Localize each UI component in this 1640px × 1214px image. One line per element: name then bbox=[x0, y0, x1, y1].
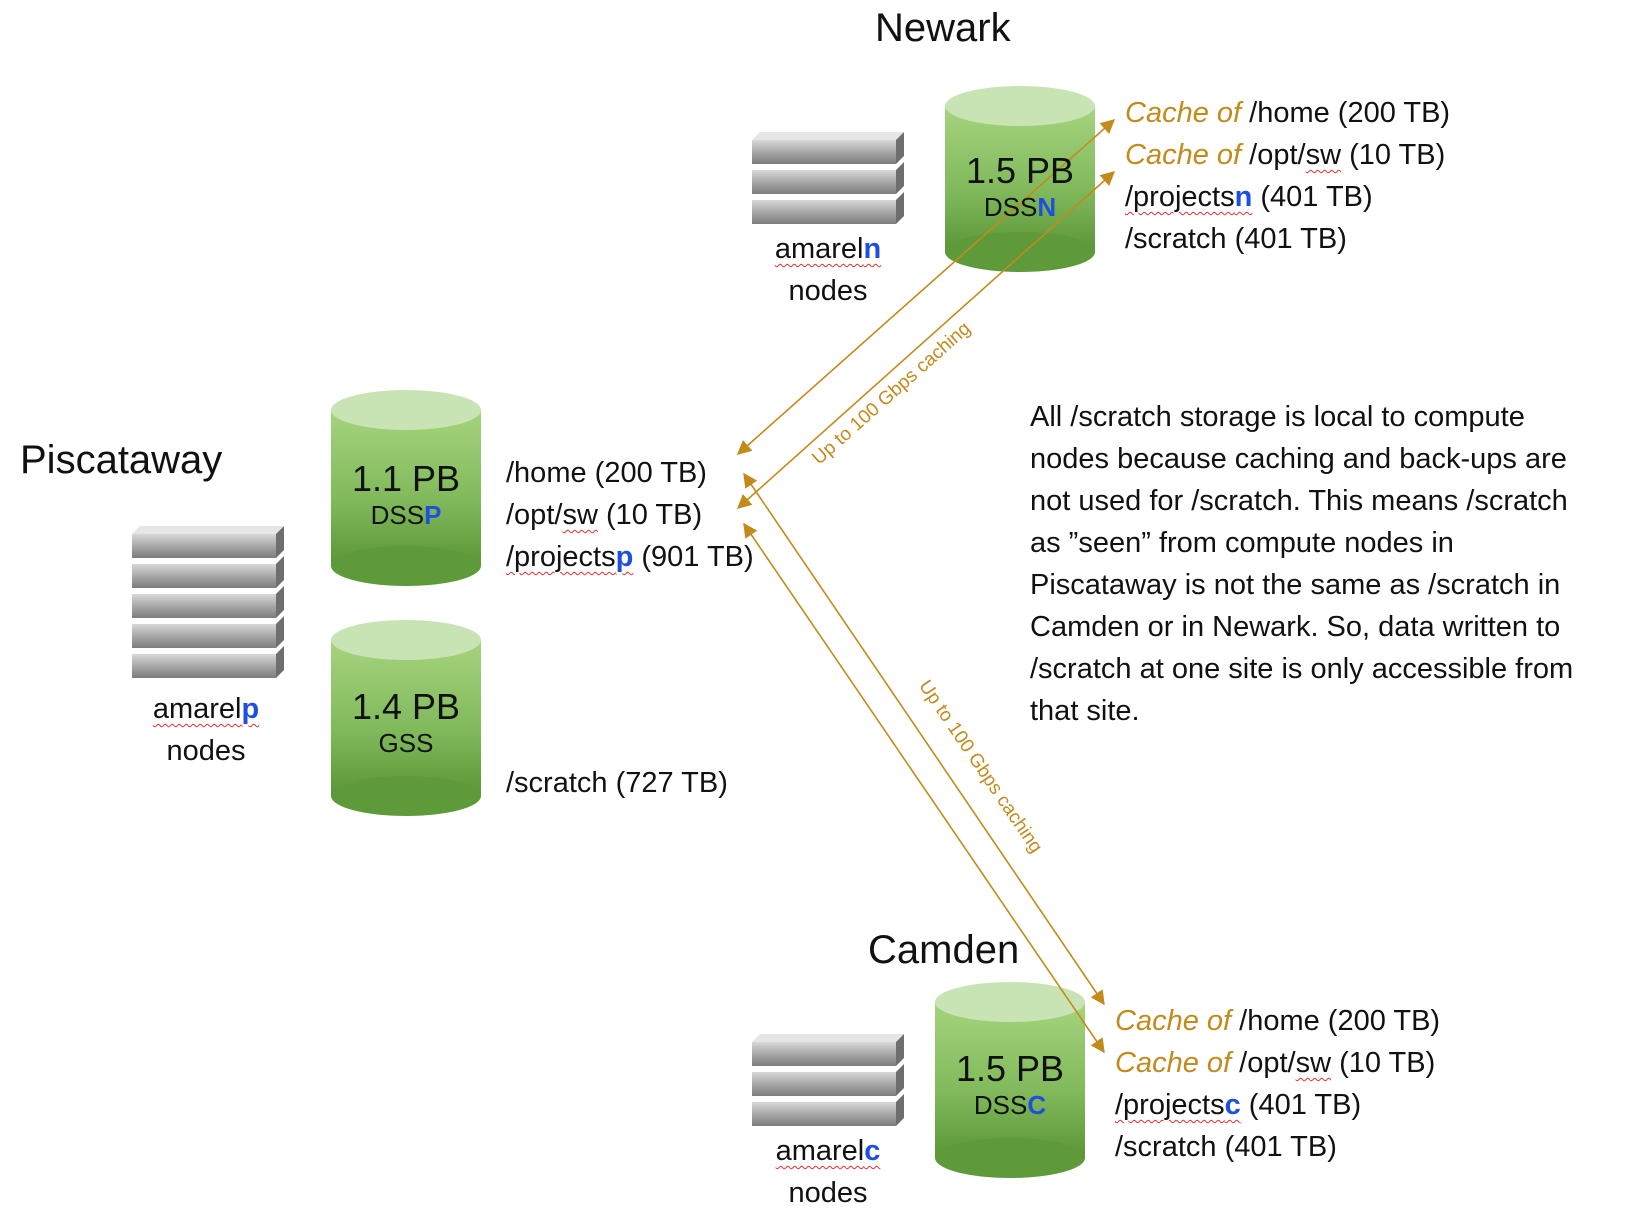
dssp-name: DSS bbox=[370, 500, 425, 530]
nodes-piscataway-text: nodes bbox=[166, 735, 246, 767]
volume-text: (10 TB) bbox=[597, 499, 703, 531]
volume-camden-scratch: /scratch (401 TB) bbox=[1115, 1131, 1337, 1163]
note-line: Piscataway is not the same as /scratch i… bbox=[1030, 569, 1561, 601]
volume-text: /projects bbox=[506, 541, 616, 573]
nodes-label-piscataway: amarelp nodes bbox=[96, 688, 316, 772]
volume-text: /opt/ bbox=[1239, 1047, 1296, 1079]
cache-prefix: Cache of bbox=[1115, 1005, 1232, 1037]
nodes-camden-site-letter: c bbox=[864, 1135, 881, 1167]
gss-capacity: 1.4 PB bbox=[351, 686, 461, 727]
cache-prefix: Cache of bbox=[1115, 1047, 1232, 1079]
volume-site-letter: p bbox=[615, 541, 634, 573]
volume-text: (401 TB) bbox=[1252, 181, 1373, 213]
volume-text: (10 TB) bbox=[1331, 1047, 1436, 1079]
volume-piscataway-home: /home (200 TB) bbox=[506, 457, 707, 489]
nodes-piscataway-prefix: amarel bbox=[152, 693, 242, 725]
volume-piscataway-projects: /projectsp (901 TB) bbox=[506, 536, 754, 578]
nodes-label-newark: amareln nodes bbox=[718, 228, 938, 312]
volume-newark-opt: Cache of /opt/sw (10 TB) bbox=[1125, 134, 1450, 176]
note-line: All /scratch storage is local to compute bbox=[1030, 401, 1525, 433]
nodes-label-camden: amarelc nodes bbox=[718, 1130, 938, 1214]
site-title-camden: Camden bbox=[868, 928, 1020, 972]
volume-camden-projects: /projectsc (401 TB) bbox=[1115, 1084, 1440, 1126]
server-stack-newark bbox=[752, 132, 904, 224]
dssn-site-letter: N bbox=[1037, 192, 1057, 222]
volume-site-letter: n bbox=[1234, 181, 1253, 213]
link-newark-arrows bbox=[736, 119, 1116, 509]
note-line: nodes because caching and back-ups are bbox=[1030, 443, 1567, 475]
volume-text: (901 TB) bbox=[633, 541, 754, 573]
gss-name: GSS bbox=[378, 728, 434, 758]
site-title-piscataway: Piscataway bbox=[20, 438, 223, 482]
nodes-camden-text: nodes bbox=[788, 1177, 868, 1209]
volume-newark-projects: /projectsn (401 TB) bbox=[1125, 176, 1450, 218]
volumes-newark: Cache of /home (200 TB) Cache of /opt/sw… bbox=[1125, 92, 1450, 260]
volume-newark-scratch: /scratch (401 TB) bbox=[1125, 223, 1347, 255]
dssp-caption: 1.1 PB DSSP bbox=[331, 458, 481, 531]
dssc-caption: 1.5 PB DSSC bbox=[935, 1048, 1085, 1121]
nodes-newark-site-letter: n bbox=[863, 233, 882, 265]
dssn-name: DSS bbox=[983, 192, 1038, 222]
cache-prefix: Cache of bbox=[1125, 139, 1242, 171]
dssn-caption: 1.5 PB DSSN bbox=[945, 150, 1095, 223]
nodes-newark-prefix: amarel bbox=[774, 233, 864, 265]
volume-text: sw bbox=[1295, 1047, 1332, 1079]
note-line: not used for /scratch. This means /scrat… bbox=[1030, 485, 1568, 517]
gss-caption: 1.4 PB GSS bbox=[331, 686, 481, 759]
volume-piscataway-scratch: /scratch (727 TB) bbox=[506, 767, 728, 799]
dssp-capacity: 1.1 PB bbox=[351, 458, 461, 499]
server-stack-piscataway bbox=[132, 526, 284, 678]
nodes-newark-text: nodes bbox=[788, 275, 868, 307]
dssc-name: DSS bbox=[973, 1090, 1028, 1120]
volumes-piscataway: /home (200 TB) /opt/sw (10 TB) /projects… bbox=[506, 452, 754, 578]
site-title-newark: Newark bbox=[875, 6, 1011, 50]
volume-text: /home (200 TB) bbox=[1249, 97, 1451, 129]
volume-text: /opt/ bbox=[506, 499, 563, 531]
volume-newark-home: Cache of /home (200 TB) bbox=[1125, 92, 1450, 134]
volume-text: (401 TB) bbox=[1240, 1089, 1362, 1121]
nodes-camden-prefix: amarel bbox=[775, 1135, 865, 1167]
volume-site-letter: c bbox=[1224, 1089, 1241, 1121]
volume-piscataway-opt: /opt/sw (10 TB) bbox=[506, 494, 754, 536]
volume-text: /opt/ bbox=[1249, 139, 1306, 171]
note-line: that site. bbox=[1030, 695, 1140, 727]
dssp-site-letter: P bbox=[424, 500, 442, 530]
server-stack-camden bbox=[752, 1034, 904, 1126]
volumes-piscataway-scratch: /scratch (727 TB) bbox=[506, 762, 728, 804]
volume-camden-home: Cache of /home (200 TB) bbox=[1115, 1000, 1440, 1042]
volume-text: /projects bbox=[1115, 1089, 1225, 1121]
dssc-capacity: 1.5 PB bbox=[955, 1048, 1065, 1089]
note-line: /scratch at one site is only accessible … bbox=[1030, 653, 1574, 685]
scratch-note: All /scratch storage is local to compute… bbox=[1030, 396, 1630, 732]
note-line: as ”seen” from compute nodes in bbox=[1030, 527, 1454, 559]
link-camden-arrows bbox=[743, 472, 1105, 1054]
volume-text: sw bbox=[1305, 139, 1342, 171]
volume-text: /home (200 TB) bbox=[1239, 1005, 1441, 1037]
storage-dssp-cylinder bbox=[331, 390, 481, 586]
volume-text: /projects bbox=[1125, 181, 1235, 213]
nodes-piscataway-site-letter: p bbox=[241, 693, 260, 725]
cache-prefix: Cache of bbox=[1125, 97, 1242, 129]
volume-text: sw bbox=[562, 499, 598, 531]
volume-camden-opt: Cache of /opt/sw (10 TB) bbox=[1115, 1042, 1440, 1084]
volumes-camden: Cache of /home (200 TB) Cache of /opt/sw… bbox=[1115, 1000, 1440, 1168]
note-line: Camden or in Newark. So, data written to bbox=[1030, 611, 1561, 643]
dssc-site-letter: C bbox=[1027, 1090, 1047, 1120]
dssn-capacity: 1.5 PB bbox=[965, 150, 1075, 191]
storage-gss-cylinder bbox=[331, 620, 481, 816]
volume-text: (10 TB) bbox=[1341, 139, 1446, 171]
